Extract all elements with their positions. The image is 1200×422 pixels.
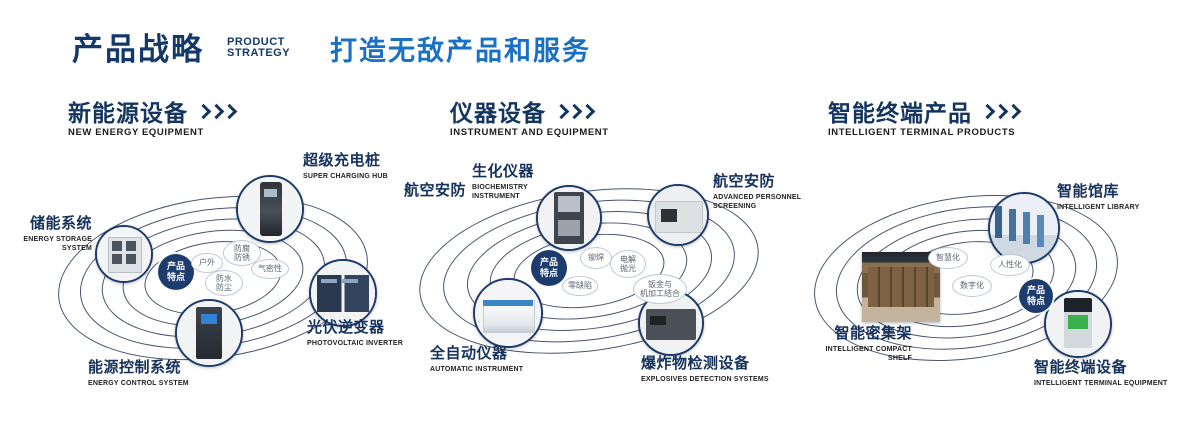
- feature-bubble: 铆焊: [580, 247, 612, 269]
- product-label-intelligent-compact-shelf: 智能密集架 INTELLIGENT COMPACT SHELF: [800, 325, 912, 363]
- product-name-en: INTELLIGENT TERMINAL EQUIPMENT: [1034, 379, 1168, 387]
- product-name-en: AUTOMATIC INSTRUMENT: [430, 365, 524, 373]
- feature-bubble: 人性化: [990, 254, 1030, 276]
- library-photo: [990, 194, 1058, 262]
- inverter-photo: [311, 261, 375, 325]
- energy-storage-photo: [97, 227, 151, 281]
- feature-bubble: 零缺陷: [562, 276, 598, 296]
- charging-pile-photo: [238, 177, 302, 241]
- product-image-photovoltaic-inverter: [309, 259, 377, 327]
- section-title-intelligent-terminal: 智能终端产品: [828, 94, 1022, 128]
- screening-machine-photo: [649, 186, 707, 244]
- control-cabinet-photo: [177, 301, 241, 365]
- product-name-en: PHOTOVOLTAIC INVERTER: [307, 339, 403, 347]
- product-name-cn: 全自动仪器: [430, 345, 508, 362]
- triple-arrow-icon: [553, 103, 596, 119]
- section-title-new-energy: 新能源设备: [68, 94, 238, 128]
- product-name-cn: 智能终端设备: [1034, 359, 1128, 376]
- triple-arrow-icon: [195, 103, 238, 119]
- chevron-icon: [1005, 103, 1022, 119]
- section-title-text: 仪器设备: [450, 100, 546, 126]
- label-aviation-security-left: 航空安防: [404, 182, 467, 199]
- section-title-text: 新能源设备: [68, 100, 188, 126]
- product-name-en: BIOCHEMISTRY INSTRUMENT: [472, 183, 528, 200]
- chevron-icon: [221, 103, 238, 119]
- product-name-en: SUPER CHARGING HUB: [303, 172, 388, 180]
- product-image-intelligent-compact-shelf: [862, 252, 940, 322]
- product-name-en: ENERGY STORAGE SYSTEM: [23, 235, 92, 252]
- product-label-biochemistry-instrument: 生化仪器 BIOCHEMISTRY INSTRUMENT: [472, 163, 535, 201]
- section-subtitle-intelligent-terminal: INTELLIGENT TERMINAL PRODUCTS: [828, 127, 1016, 138]
- product-name-cn: 爆炸物检测设备: [641, 355, 750, 372]
- section-title-instruments: 仪器设备: [450, 94, 596, 128]
- feature-bubble: 防水 防尘: [205, 270, 243, 296]
- product-name-cn: 光伏逆变器: [307, 319, 385, 336]
- product-features-badge: 产品 特点: [158, 254, 194, 290]
- product-label-energy-storage-system: 储能系统 ENERGY STORAGE SYSTEM: [6, 215, 92, 253]
- section-subtitle-new-energy: NEW ENERGY EQUIPMENT: [68, 127, 204, 138]
- feature-bubble: 智慧化: [928, 247, 968, 269]
- product-image-intelligent-terminal-equipment: [1044, 290, 1112, 358]
- product-label-explosives-detection: 爆炸物检测设备 EXPLOSIVES DETECTION SYSTEMS: [641, 355, 769, 384]
- product-image-personnel-screening: [647, 184, 709, 246]
- chevron-icon: [579, 103, 596, 119]
- product-name-en: INTELLIGENT COMPACT SHELF: [825, 345, 912, 362]
- product-image-automatic-instrument: [473, 278, 543, 348]
- terminal-kiosk-photo: [1046, 292, 1110, 356]
- product-image-intelligent-library: [988, 192, 1060, 264]
- product-name-en: ADVANCED PERSONNEL SCREENING: [713, 193, 802, 210]
- product-label-personnel-screening: 航空安防 ADVANCED PERSONNEL SCREENING: [713, 173, 802, 211]
- triple-arrow-icon: [979, 103, 1022, 119]
- product-label-super-charging-hub: 超级充电桩 SUPER CHARGING HUB: [303, 152, 388, 181]
- product-features-badge: 产品 特点: [1019, 279, 1053, 313]
- feature-bubble: 钣金与 机加工结合: [633, 274, 687, 304]
- product-name-cn: 智能馆库: [1057, 183, 1120, 200]
- product-label-automatic-instrument: 全自动仪器 AUTOMATIC INSTRUMENT: [430, 345, 524, 374]
- product-name-cn: 储能系统: [29, 215, 92, 232]
- automatic-instrument-photo: [475, 280, 541, 346]
- section-title-text: 智能终端产品: [828, 100, 972, 126]
- product-name-cn: 超级充电桩: [303, 152, 381, 169]
- product-name-en: EXPLOSIVES DETECTION SYSTEMS: [641, 375, 769, 383]
- product-label-energy-control-system: 能源控制系统 ENERGY CONTROL SYSTEM: [88, 359, 189, 388]
- page-title-en-line2: STRATEGY: [227, 47, 291, 59]
- product-name-cn: 生化仪器: [472, 163, 535, 180]
- page-title-en-line1: PRODUCT: [227, 36, 285, 48]
- product-label-photovoltaic-inverter: 光伏逆变器 PHOTOVOLTAIC INVERTER: [307, 319, 403, 348]
- product-name-cn: 航空安防: [713, 173, 776, 190]
- product-name-en: ENERGY CONTROL SYSTEM: [88, 379, 189, 387]
- product-features-badge: 产品 特点: [531, 250, 567, 286]
- product-image-super-charging-hub: [236, 175, 304, 243]
- product-label-intelligent-library: 智能馆库 INTELLIGENT LIBRARY: [1057, 183, 1140, 212]
- product-image-energy-storage-system: [95, 225, 153, 283]
- feature-bubble: 气密性: [251, 259, 289, 279]
- product-image-biochemistry-instrument: [536, 185, 602, 251]
- product-label-intelligent-terminal-equipment: 智能终端设备 INTELLIGENT TERMINAL EQUIPMENT: [1034, 359, 1168, 388]
- product-image-energy-control-system: [175, 299, 243, 367]
- slogan: 打造无敌产品和服务: [330, 36, 591, 66]
- feature-bubble: 户外: [191, 253, 223, 273]
- product-name-cn: 智能密集架: [834, 325, 912, 342]
- product-name-cn: 能源控制系统: [88, 359, 182, 376]
- feature-bubble: 电解 抛光: [610, 250, 646, 278]
- section-subtitle-instruments: INSTRUMENT AND EQUIPMENT: [450, 127, 609, 138]
- feature-bubble: 数字化: [952, 275, 992, 297]
- product-name-en: INTELLIGENT LIBRARY: [1057, 203, 1140, 211]
- page-title: 产品战略: [72, 32, 204, 67]
- page-title-en: PRODUCT STRATEGY: [227, 37, 290, 59]
- biochemistry-instrument-photo: [538, 187, 600, 249]
